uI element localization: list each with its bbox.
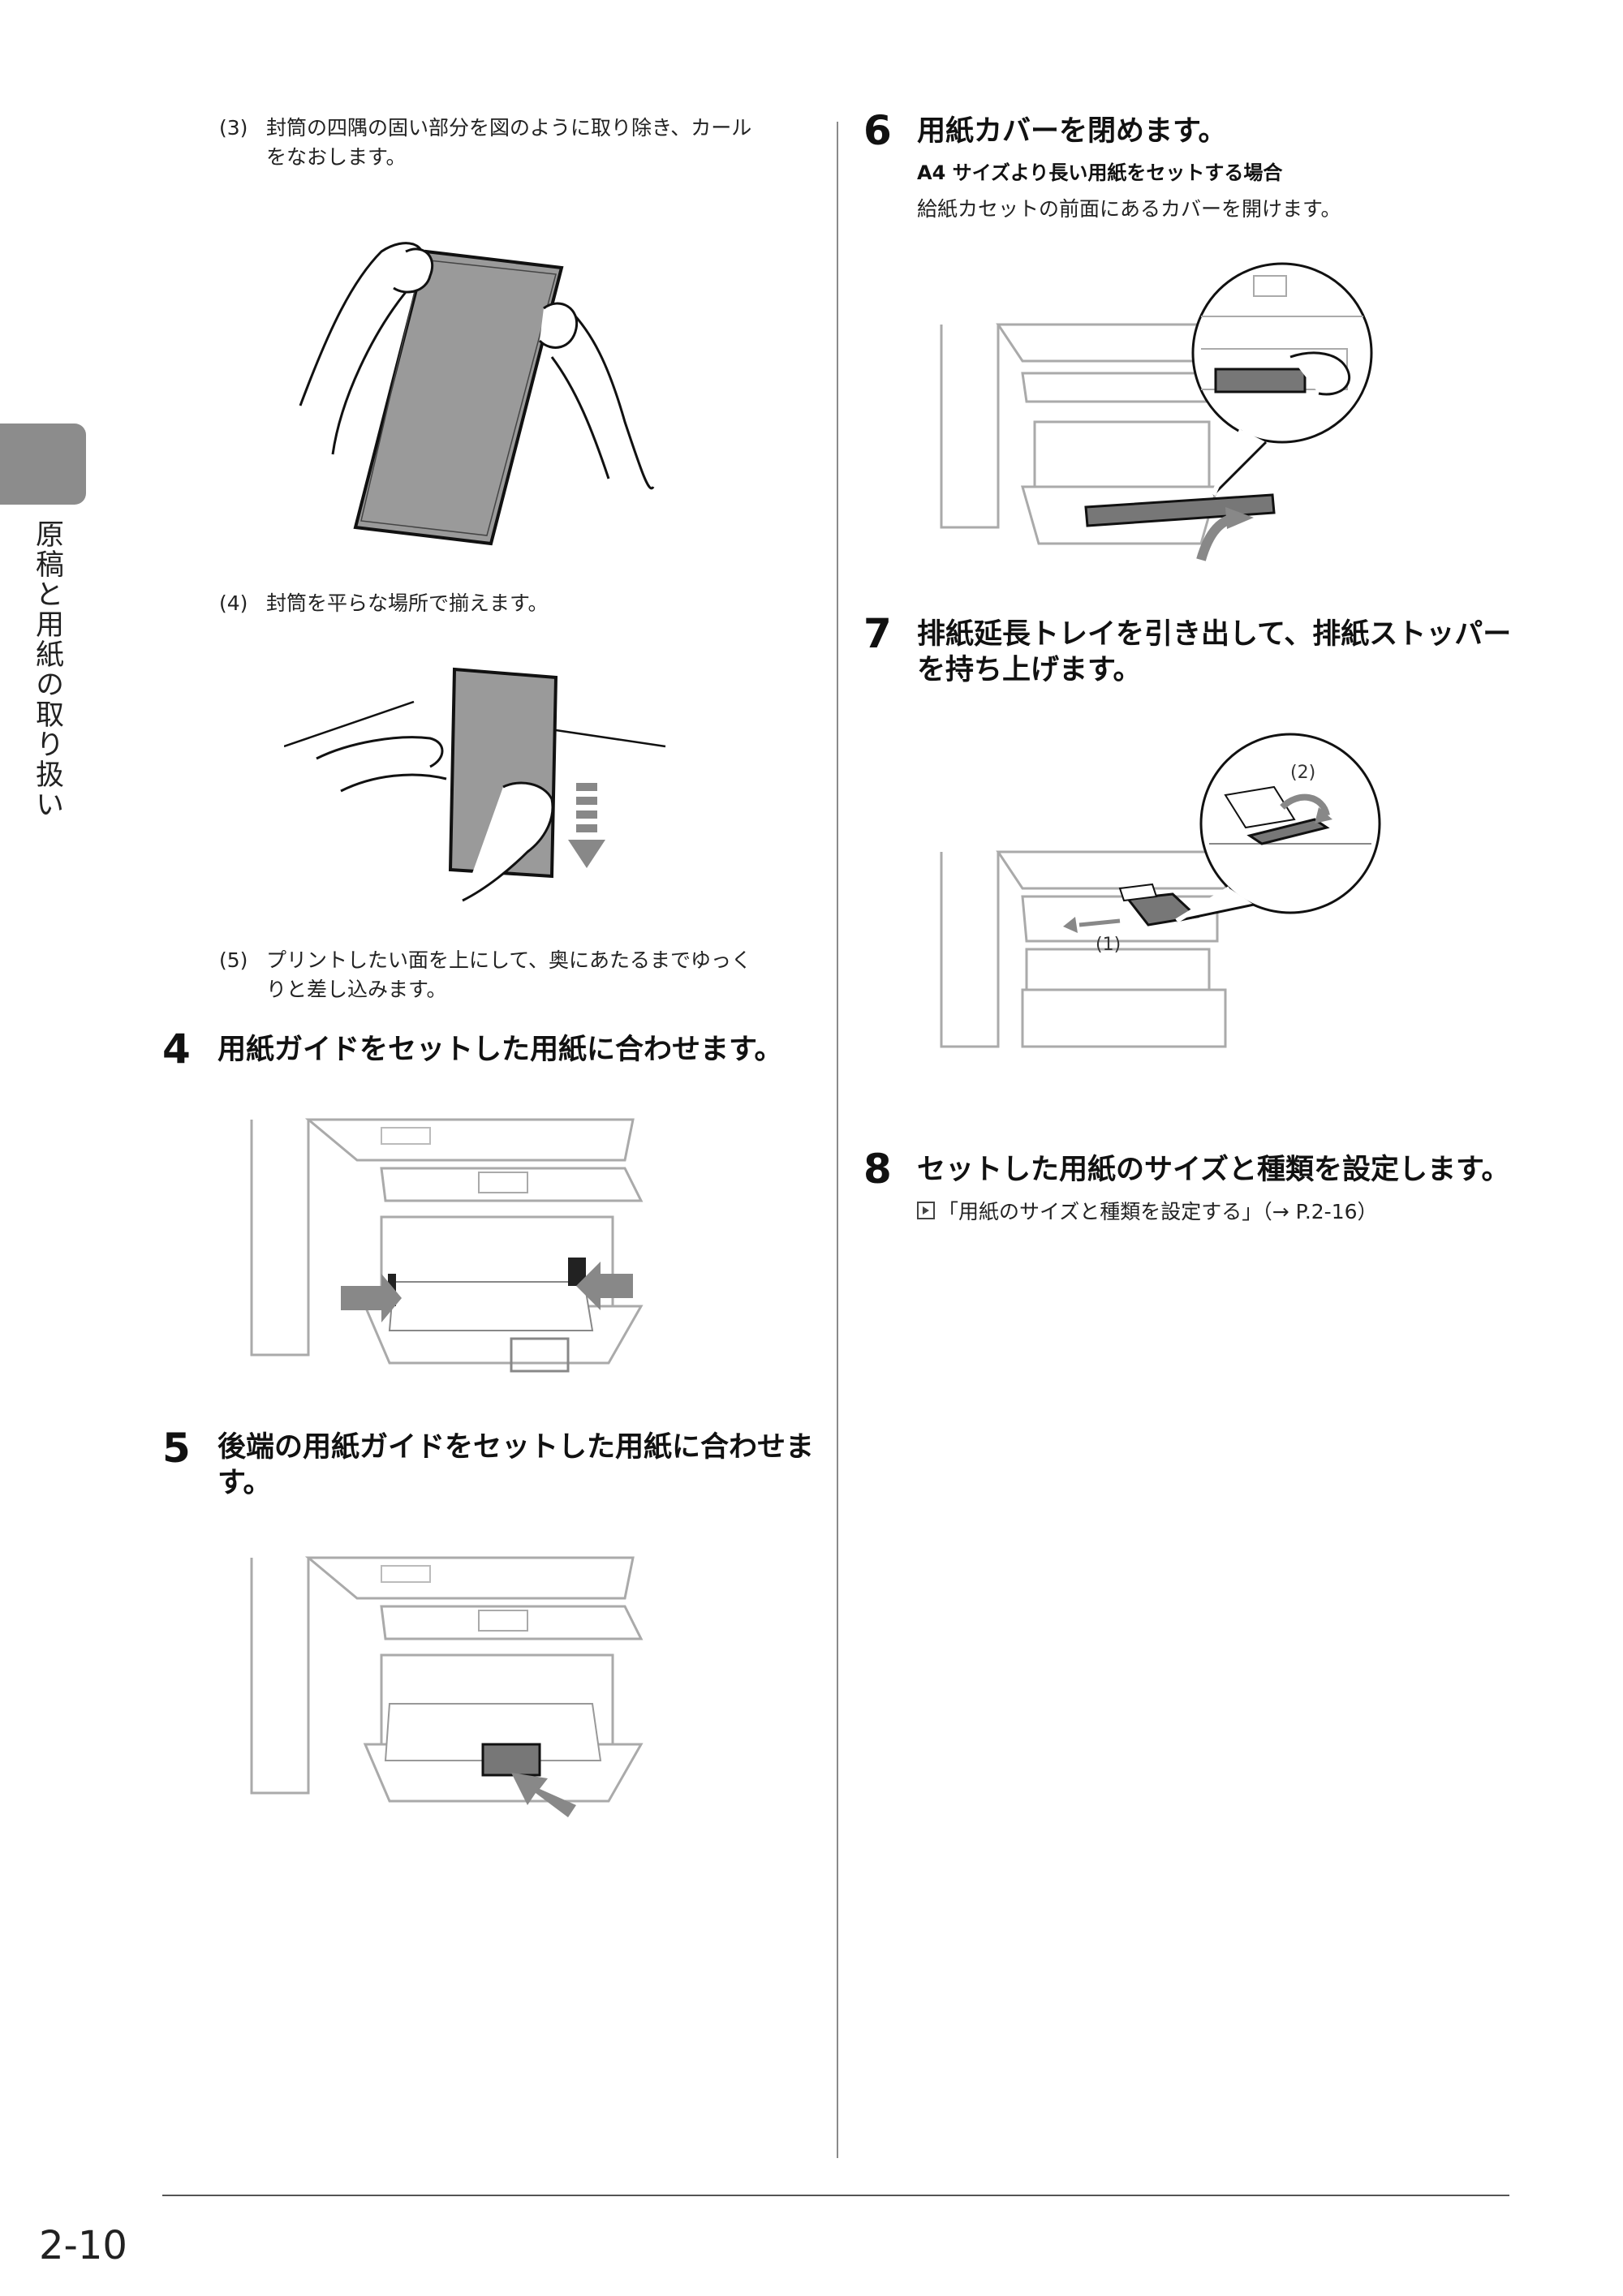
step-number-8: 8 <box>863 1146 892 1193</box>
footer-rule <box>162 2195 1509 2196</box>
step-title-line: を持ち上げます。 <box>917 654 1142 686</box>
step-number-6: 6 <box>863 107 892 154</box>
arrow-right-box-icon <box>917 1202 935 1219</box>
step-title-line: 後端の用紙ガイドをセットした用紙に合わせま <box>217 1431 815 1464</box>
chapter-label: 原稿と用紙の取り扱い <box>31 519 63 819</box>
substep-5: (5) プリントしたい面を上にして、奥にあたるまでゆっく りと差し込みます。 <box>219 946 820 1011</box>
substep-text-line: りと差し込みます。 <box>266 978 447 1001</box>
step-number-5: 5 <box>162 1425 191 1472</box>
substep-text-line: 封筒を平らな場所で揃えます。 <box>266 591 549 615</box>
substep-number: (5) <box>219 948 248 972</box>
reference-link[interactable]: 「用紙のサイズと種類を設定する」（→ P.2-16） <box>938 1200 1378 1223</box>
figure-envelope-align <box>284 657 674 909</box>
figure-rear-guide <box>243 1550 665 1825</box>
page-number: 2-10 <box>39 2223 127 2268</box>
figure-cassette-cover <box>933 260 1388 584</box>
substep-text-line: をなおします。 <box>266 145 407 169</box>
substep-number: (4) <box>219 591 248 615</box>
step-number-4: 4 <box>162 1025 191 1073</box>
step-6-subheading: A4 サイズより長い用紙をセットする場合 <box>917 161 1283 184</box>
substep-4: (4) 封筒を平らな場所で揃えます。 <box>219 589 820 621</box>
step-title-line: 排紙延長トレイを引き出して、排紙ストッパー <box>917 618 1512 651</box>
substep-number: (3) <box>219 116 248 140</box>
step-6-body: 給紙カセットの前面にあるカバーを開けます。 <box>917 197 1341 221</box>
substep-text-line: 封筒の四隅の固い部分を図のように取り除き、カール <box>266 116 752 140</box>
column-divider <box>837 122 838 2158</box>
step-title-7: 排紙延長トレイを引き出して、排紙ストッパー を持ち上げます。 <box>917 617 1534 688</box>
step-number-7: 7 <box>863 610 892 657</box>
step-8-reference[interactable]: 「用紙のサイズと種類を設定する」（→ P.2-16） <box>917 1196 1534 1225</box>
substep-text-line: プリントしたい面を上にして、奥にあたるまでゆっく <box>266 948 752 972</box>
step-title-line: す。 <box>217 1467 272 1499</box>
step-title-5: 後端の用紙ガイドをセットした用紙に合わせま す。 <box>217 1430 834 1501</box>
figure-output-tray: (1) (2) <box>933 722 1388 1063</box>
callout-2: (2) <box>1290 763 1316 783</box>
figure-envelope-curl <box>284 219 665 560</box>
step-title-4: 用紙ガイドをセットした用紙に合わせます。 <box>217 1034 783 1066</box>
substep-3: (3) 封筒の四隅の固い部分を図のように取り除き、カール をなおします。 <box>219 114 820 178</box>
figure-side-guides <box>243 1111 665 1387</box>
step-title-8: セットした用紙のサイズと種類を設定します。 <box>917 1154 1510 1186</box>
chapter-tab <box>0 424 86 505</box>
step-title-6: 用紙カバーを閉めます。 <box>917 115 1227 148</box>
callout-1: (1) <box>1096 935 1121 955</box>
